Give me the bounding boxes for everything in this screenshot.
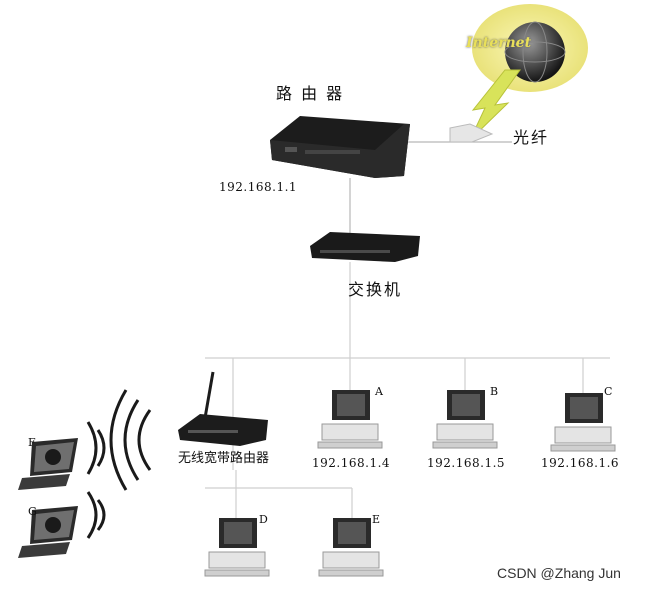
computer-b-ip: 192.168.1.5 [427,456,506,470]
switch-icon [310,232,420,262]
computer-e-icon [318,518,384,577]
internet-logo-text: Internet [466,35,532,51]
computer-a-ip: 192.168.1.4 [312,456,391,470]
watermark: CSDN @Zhang Jun [497,565,621,581]
switch-label: 交换机 [348,280,403,299]
router-icon [270,116,410,178]
computer-c-ip: 192.168.1.6 [541,456,620,470]
wireless-router-label: 无线宽带路由器 [178,451,270,466]
laptop-g-icon [18,506,78,558]
lightning-bolt-icon [469,69,521,141]
fiber-label: 光纤 [513,128,550,147]
wireless-router-icon [178,371,268,446]
laptop-f-icon [18,438,78,490]
computer-d-icon [204,518,270,577]
computer-d-tag: D [259,513,268,526]
wireless-waves-icon [86,389,152,539]
internet-globe-icon [472,4,588,92]
laptop-g-tag: G [28,505,37,518]
computer-c-tag: C [604,385,613,398]
computer-a-tag: A [375,385,383,398]
router-ip: 192.168.1.1 [219,180,298,194]
computer-c-icon [550,393,616,452]
computer-a-icon [317,390,383,449]
router-label: 路 由 器 [276,84,345,103]
laptop-f-tag: F [28,436,36,449]
computer-e-tag: E [372,513,381,526]
computer-b-tag: B [490,385,499,398]
computer-b-icon [432,390,498,449]
